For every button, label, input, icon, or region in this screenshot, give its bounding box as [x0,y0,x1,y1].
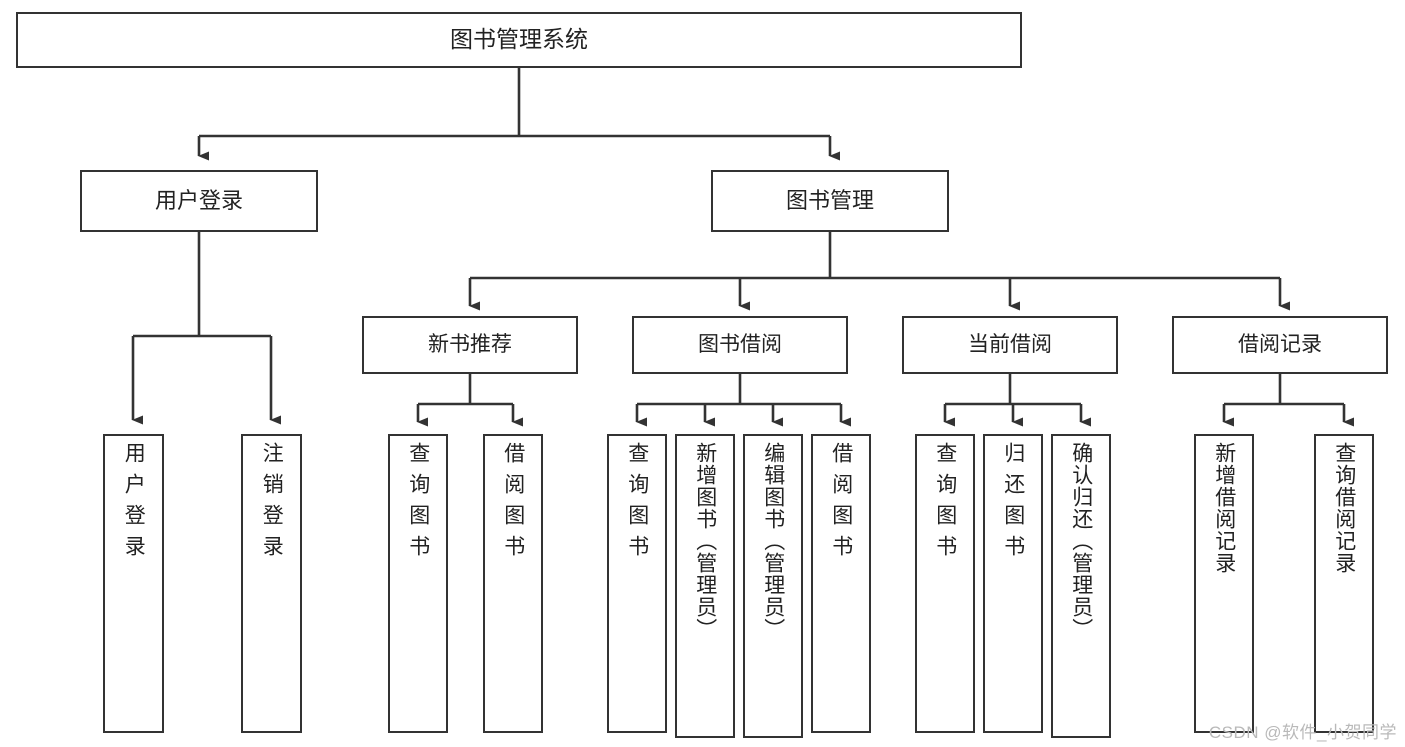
node-leaf-logout-login[interactable]: 注销登录 [241,434,302,733]
node-label: 图书管理系统 [450,26,588,53]
node-new-book-recommend[interactable]: 新书推荐 [362,316,578,374]
node-label: 查询借阅记录 [1332,442,1356,574]
node-label: 新增图书（管理员） [693,442,717,640]
node-label: 查询图书 [933,442,957,566]
node-leaf-add-borrow-record[interactable]: 新增借阅记录 [1194,434,1254,733]
node-current-borrow[interactable]: 当前借阅 [902,316,1118,374]
node-label: 图书管理 [785,187,874,213]
node-user-login[interactable]: 用户登录 [80,170,318,232]
node-label: 归还图书 [1001,442,1025,566]
node-label: 借阅图书 [829,442,853,566]
node-leaf-query-borrow-record[interactable]: 查询借阅记录 [1314,434,1374,733]
node-label: 查询图书 [406,442,430,566]
node-label: 借阅图书 [501,442,525,566]
node-leaf-query-book-current[interactable]: 查询图书 [915,434,975,733]
node-label: 新书推荐 [428,333,512,357]
node-leaf-user-login[interactable]: 用户登录 [103,434,164,733]
node-leaf-query-book-recommend[interactable]: 查询图书 [388,434,448,733]
node-label: 查询图书 [625,442,649,566]
node-label: 注销登录 [260,442,284,566]
node-leaf-edit-book-admin[interactable]: 编辑图书（管理员） [743,434,803,738]
node-leaf-return-book[interactable]: 归还图书 [983,434,1043,733]
node-label: 确认归还（管理员） [1069,442,1093,640]
watermark: CSDN @软件_小贺同学 [1208,723,1397,742]
node-label: 用户登录 [122,442,146,566]
node-label: 当前借阅 [968,333,1052,357]
node-label: 图书借阅 [698,333,782,357]
node-leaf-borrow-book[interactable]: 借阅图书 [811,434,871,733]
node-leaf-add-book-admin[interactable]: 新增图书（管理员） [675,434,735,738]
node-leaf-borrow-book-recommend[interactable]: 借阅图书 [483,434,543,733]
node-book-borrow[interactable]: 图书借阅 [632,316,848,374]
node-label: 编辑图书（管理员） [761,442,785,640]
node-leaf-confirm-return-admin[interactable]: 确认归还（管理员） [1051,434,1111,738]
node-leaf-query-book-borrow[interactable]: 查询图书 [607,434,667,733]
node-book-management[interactable]: 图书管理 [711,170,949,232]
node-label: 新增借阅记录 [1212,442,1236,574]
node-label: 用户登录 [154,187,243,213]
node-root-book-management-system[interactable]: 图书管理系统 [16,12,1022,68]
node-borrow-record[interactable]: 借阅记录 [1172,316,1388,374]
node-label: 借阅记录 [1238,333,1322,357]
